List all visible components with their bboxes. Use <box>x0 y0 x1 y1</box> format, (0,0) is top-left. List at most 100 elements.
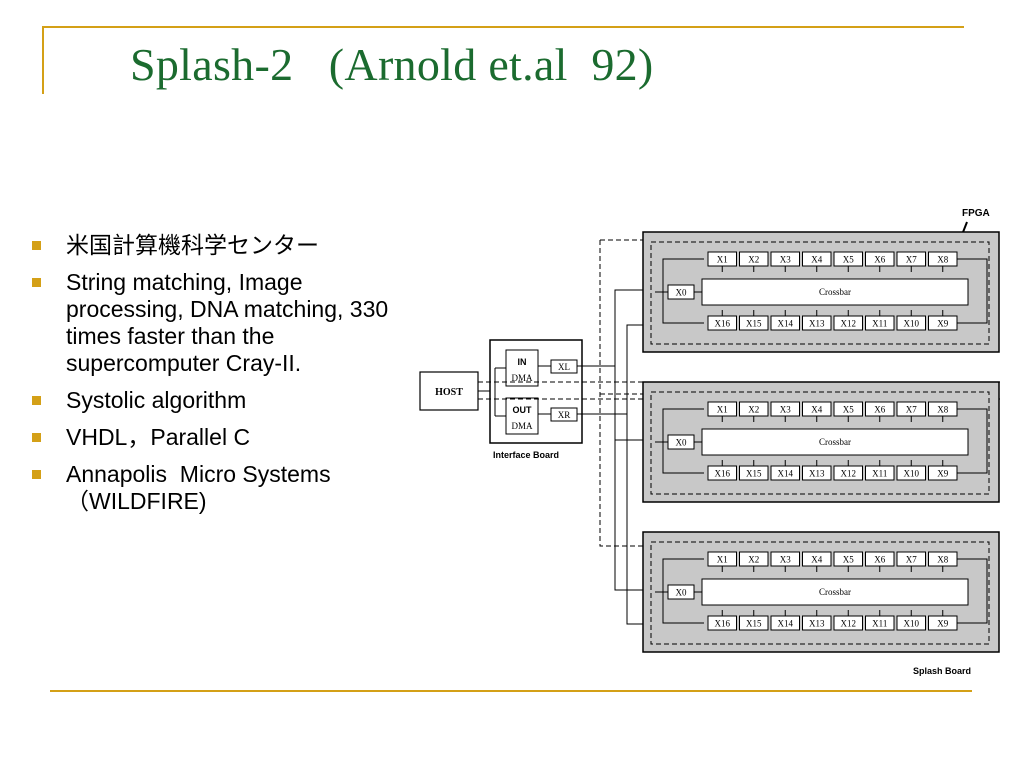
fpga-cell-label: X13 <box>809 469 825 479</box>
fpga-cell-label: X3 <box>780 405 791 415</box>
fpga-cell-label: X10 <box>904 469 920 479</box>
splash-board-label: Splash Board <box>913 666 971 676</box>
fpga-cell-label: X9 <box>937 469 948 479</box>
fpga-cell-label: X15 <box>746 319 762 329</box>
fpga-cell-label: X10 <box>904 619 920 629</box>
fpga-cell-label: X16 <box>715 469 731 479</box>
fpga-cell-label: X2 <box>748 255 759 265</box>
bullet-text: String matching, Image processing, DNA m… <box>66 269 395 376</box>
board-dashed-outline <box>650 541 990 645</box>
fpga-cell-label: X4 <box>811 555 822 565</box>
crossbar-box <box>701 278 969 306</box>
out-dma-box <box>505 397 539 435</box>
host-box <box>419 371 479 411</box>
right-loop <box>957 258 988 324</box>
fpga-cell-label: X1 <box>717 555 728 565</box>
fpga-cell-label: X11 <box>872 319 887 329</box>
bullet-item: Annapolis Micro Systems（WILDFIRE) <box>30 461 400 515</box>
left-loop-bottom <box>662 292 704 324</box>
host-label: HOST <box>435 387 463 398</box>
fpga-cell-label: X12 <box>841 319 857 329</box>
fpga-cell-label: X2 <box>748 405 759 415</box>
fpga-cell-label: X5 <box>843 555 854 565</box>
fpga-cell-label: X6 <box>874 405 885 415</box>
bullet-text: Annapolis Micro Systems（WILDFIRE) <box>66 461 331 514</box>
fpga-cell-label: X15 <box>746 469 762 479</box>
crossbar-label: Crossbar <box>819 287 851 297</box>
fpga-cell-label: X3 <box>780 555 791 565</box>
fpga-cell-label: X12 <box>841 619 857 629</box>
top-rule <box>42 26 964 28</box>
fpga-cell-label: X14 <box>778 469 794 479</box>
fpga-cell-label: X14 <box>778 319 794 329</box>
fpga-cell-label: X16 <box>715 619 731 629</box>
crossbar-box <box>701 428 969 456</box>
fpga-cell-label: X13 <box>809 619 825 629</box>
splash-2-architecture-diagram: FPGA HOST IN DMA OUT DMA XL XR Interface… <box>419 208 1000 676</box>
out-label: OUT <box>513 405 533 415</box>
right-loop <box>957 558 988 624</box>
bullet-list: 米国計算機科学センター String matching, Image proce… <box>30 232 400 525</box>
fpga-cell-label: X8 <box>937 405 948 415</box>
left-loop-top <box>662 258 704 292</box>
xr-route-1 <box>577 324 655 415</box>
crossbar-label: Crossbar <box>819 587 851 597</box>
fpga-cell-label: X1 <box>717 405 728 415</box>
fpga-cell-label: X7 <box>906 255 917 265</box>
bullet-item: VHDL，Parallel C <box>30 424 400 451</box>
fpga-cell-label: X13 <box>809 319 825 329</box>
bullet-square-icon <box>32 396 41 405</box>
bullet-square-icon <box>32 278 41 287</box>
fpga-label: FPGA <box>962 208 990 219</box>
fpga-cell-label: X3 <box>780 255 791 265</box>
bullet-square-icon <box>32 433 41 442</box>
x0-label: X0 <box>676 438 687 448</box>
dashed-control-line <box>599 240 655 547</box>
board-dashed-outline <box>650 241 990 345</box>
fpga-cell-label: X9 <box>937 619 948 629</box>
board-dashed-outline <box>650 391 990 495</box>
slide-title: Splash-2 (Arnold et.al 92) <box>130 39 654 90</box>
fpga-cell-label: X12 <box>841 469 857 479</box>
fpga-cell-label: X6 <box>874 255 885 265</box>
left-loop-bottom <box>662 592 704 624</box>
x0-label: X0 <box>676 288 687 298</box>
left-rule <box>42 26 44 94</box>
fpga-cell-label: X11 <box>872 469 887 479</box>
out-dma-label: DMA <box>511 421 533 431</box>
bullet-text: VHDL，Parallel C <box>66 424 251 450</box>
bullet-item: 米国計算機科学センター <box>30 232 400 259</box>
fpga-cell-label: X14 <box>778 619 794 629</box>
fpga-cell-label: X4 <box>811 255 822 265</box>
fpga-cell-label: X5 <box>843 255 854 265</box>
fpga-cell-label: X11 <box>872 619 887 629</box>
fpga-cell-label: X5 <box>843 405 854 415</box>
in-label: IN <box>518 357 527 367</box>
x0-label: X0 <box>676 588 687 598</box>
crossbar-label: Crossbar <box>819 437 851 447</box>
xl-route-3 <box>614 440 655 591</box>
fpga-cell-label: X15 <box>746 619 762 629</box>
fpga-cell-label: X7 <box>906 555 917 565</box>
bullet-square-icon <box>32 470 41 479</box>
fpga-cell-label: X4 <box>811 405 822 415</box>
right-loop <box>957 408 988 474</box>
fpga-cell-label: X10 <box>904 319 920 329</box>
bullet-item: String matching, Image processing, DNA m… <box>30 269 400 377</box>
fpga-cell-label: X2 <box>748 555 759 565</box>
fpga-cell-label: X6 <box>874 555 885 565</box>
interface-board-label: Interface Board <box>493 450 559 460</box>
fpga-cell-label: X7 <box>906 405 917 415</box>
bottom-rule <box>50 690 972 692</box>
bullet-text: 米国計算機科学センター <box>66 232 319 258</box>
in-dma-label: DMA <box>511 373 533 383</box>
left-loop-bottom <box>662 442 704 474</box>
fpga-cell-label: X8 <box>937 255 948 265</box>
fpga-cell-label: X16 <box>715 319 731 329</box>
xr-label: XR <box>558 410 571 420</box>
fpga-cell-label: X9 <box>937 319 948 329</box>
left-loop-top <box>662 408 704 442</box>
bullet-square-icon <box>32 241 41 250</box>
in-dma-box <box>505 349 539 387</box>
